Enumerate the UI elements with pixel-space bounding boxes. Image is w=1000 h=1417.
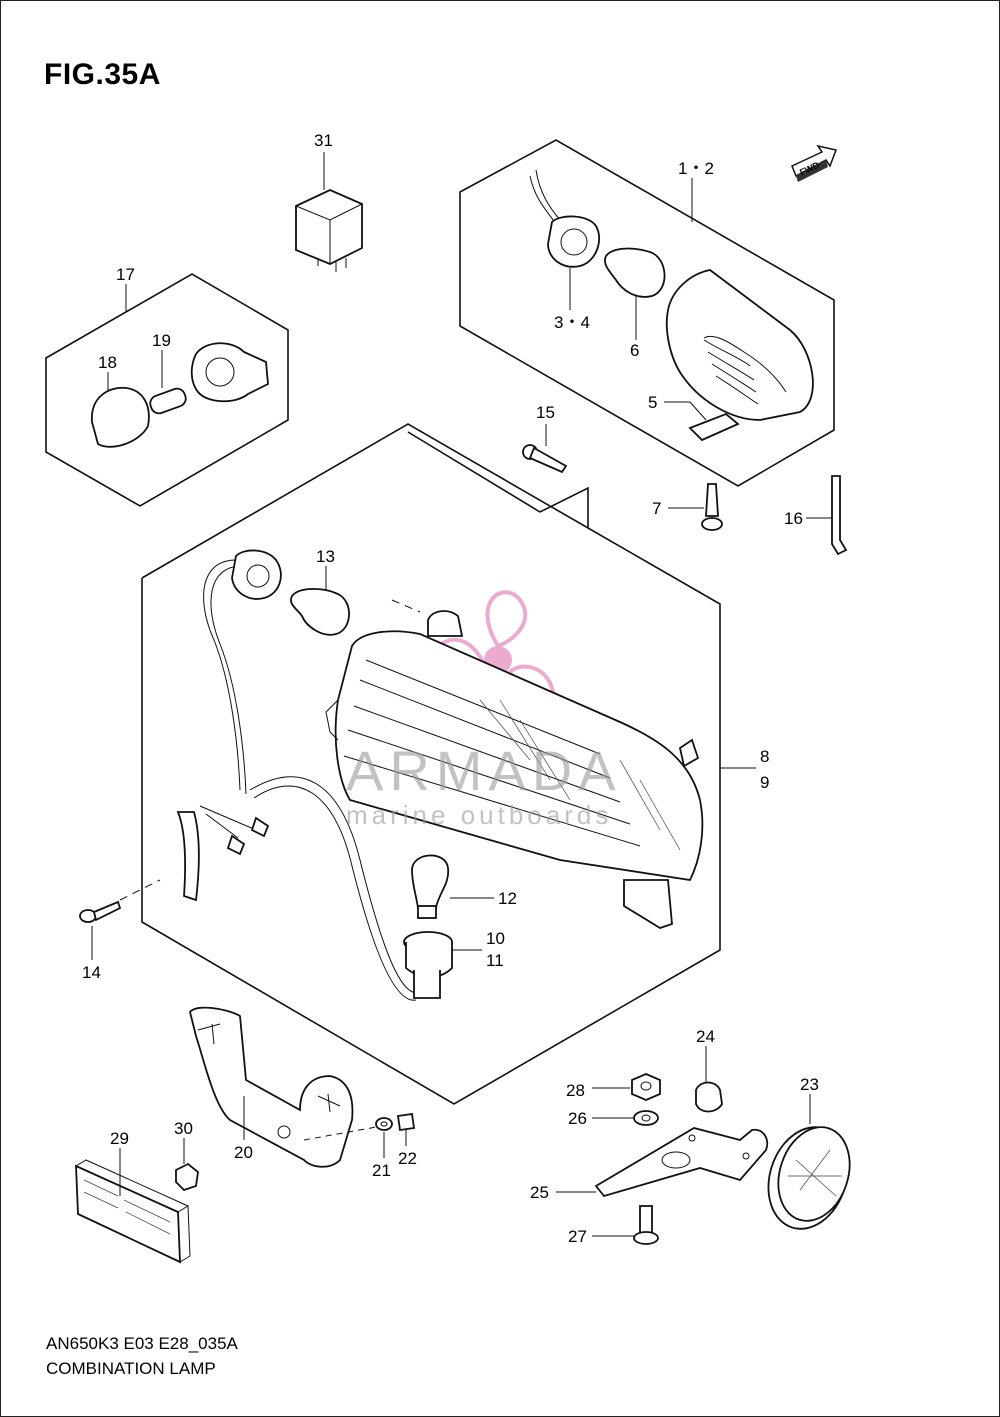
callout-29: 29 [110,1129,129,1148]
callout-27: 27 [568,1227,587,1246]
assembly-box-8-9 [119,423,756,1105]
callout-17: 17 [116,265,135,284]
callout-8: 8 [760,747,769,766]
nut-part-30 [175,1138,199,1192]
socket-part [231,549,282,600]
callout-23: 23 [800,1075,819,1094]
callout-12: 12 [498,889,517,908]
reflector-part-29 [75,1148,191,1264]
figure-name: COMBINATION LAMP [46,1359,216,1378]
assembly-box-17 [45,273,289,507]
callout-6: 6 [630,341,639,360]
callout-26: 26 [568,1109,587,1128]
screw-part-7 [668,483,723,531]
callout-11: 11 [486,951,504,970]
relay-part-31 [295,152,363,272]
callout-1-2: 1・2 [678,159,714,178]
nut-part-22 [396,1112,416,1146]
callout-14: 14 [82,963,101,982]
callout-18: 18 [98,353,117,372]
bracket-part-20 [189,1006,383,1168]
nut-part-28 [592,1073,661,1101]
figure-code: AN650K3 E03 E28_035A [46,1334,238,1353]
bolt-part-27 [592,1205,659,1245]
callout-16: 16 [784,509,803,528]
nut-part-24 [695,1046,723,1113]
callout-19: 19 [152,331,171,350]
screw-part-15 [522,424,568,474]
watermark-brand: ARMADA [346,739,622,802]
callout-3-4: 3・4 [554,313,590,332]
washer-part-21 [375,1117,393,1158]
callout-15: 15 [536,403,555,422]
bracket-part-25 [556,1127,769,1198]
screw-part-14 [79,900,122,960]
callout-30: 30 [174,1119,193,1138]
assembly-box-1-2 [459,139,835,487]
socket-part-10-11 [403,931,482,999]
reflector-part-23 [767,1094,851,1230]
combination-lamp-part-8-9 [325,610,704,929]
clamp-part-16 [806,475,848,556]
callout-31: 31 [314,131,333,150]
callout-24: 24 [696,1027,715,1046]
callout-10: 10 [486,929,505,948]
washer-part-26 [592,1110,659,1126]
callout-25: 25 [530,1183,549,1202]
callout-7: 7 [652,499,661,518]
callout-13: 13 [316,547,335,566]
callout-20: 20 [234,1143,253,1162]
callout-28: 28 [566,1081,585,1100]
bulb-part-13 [290,566,350,636]
watermark-tagline: marine outboards [346,800,612,830]
callout-22: 22 [398,1149,417,1168]
forward-direction-arrow: FWD [791,144,838,182]
callout-5: 5 [648,393,657,412]
callout-9: 9 [760,773,769,792]
figure-title: FIG.35A [44,58,161,91]
wiring-harness [176,559,421,1001]
bulb-part-12 [411,854,494,919]
callout-21: 21 [372,1161,391,1180]
